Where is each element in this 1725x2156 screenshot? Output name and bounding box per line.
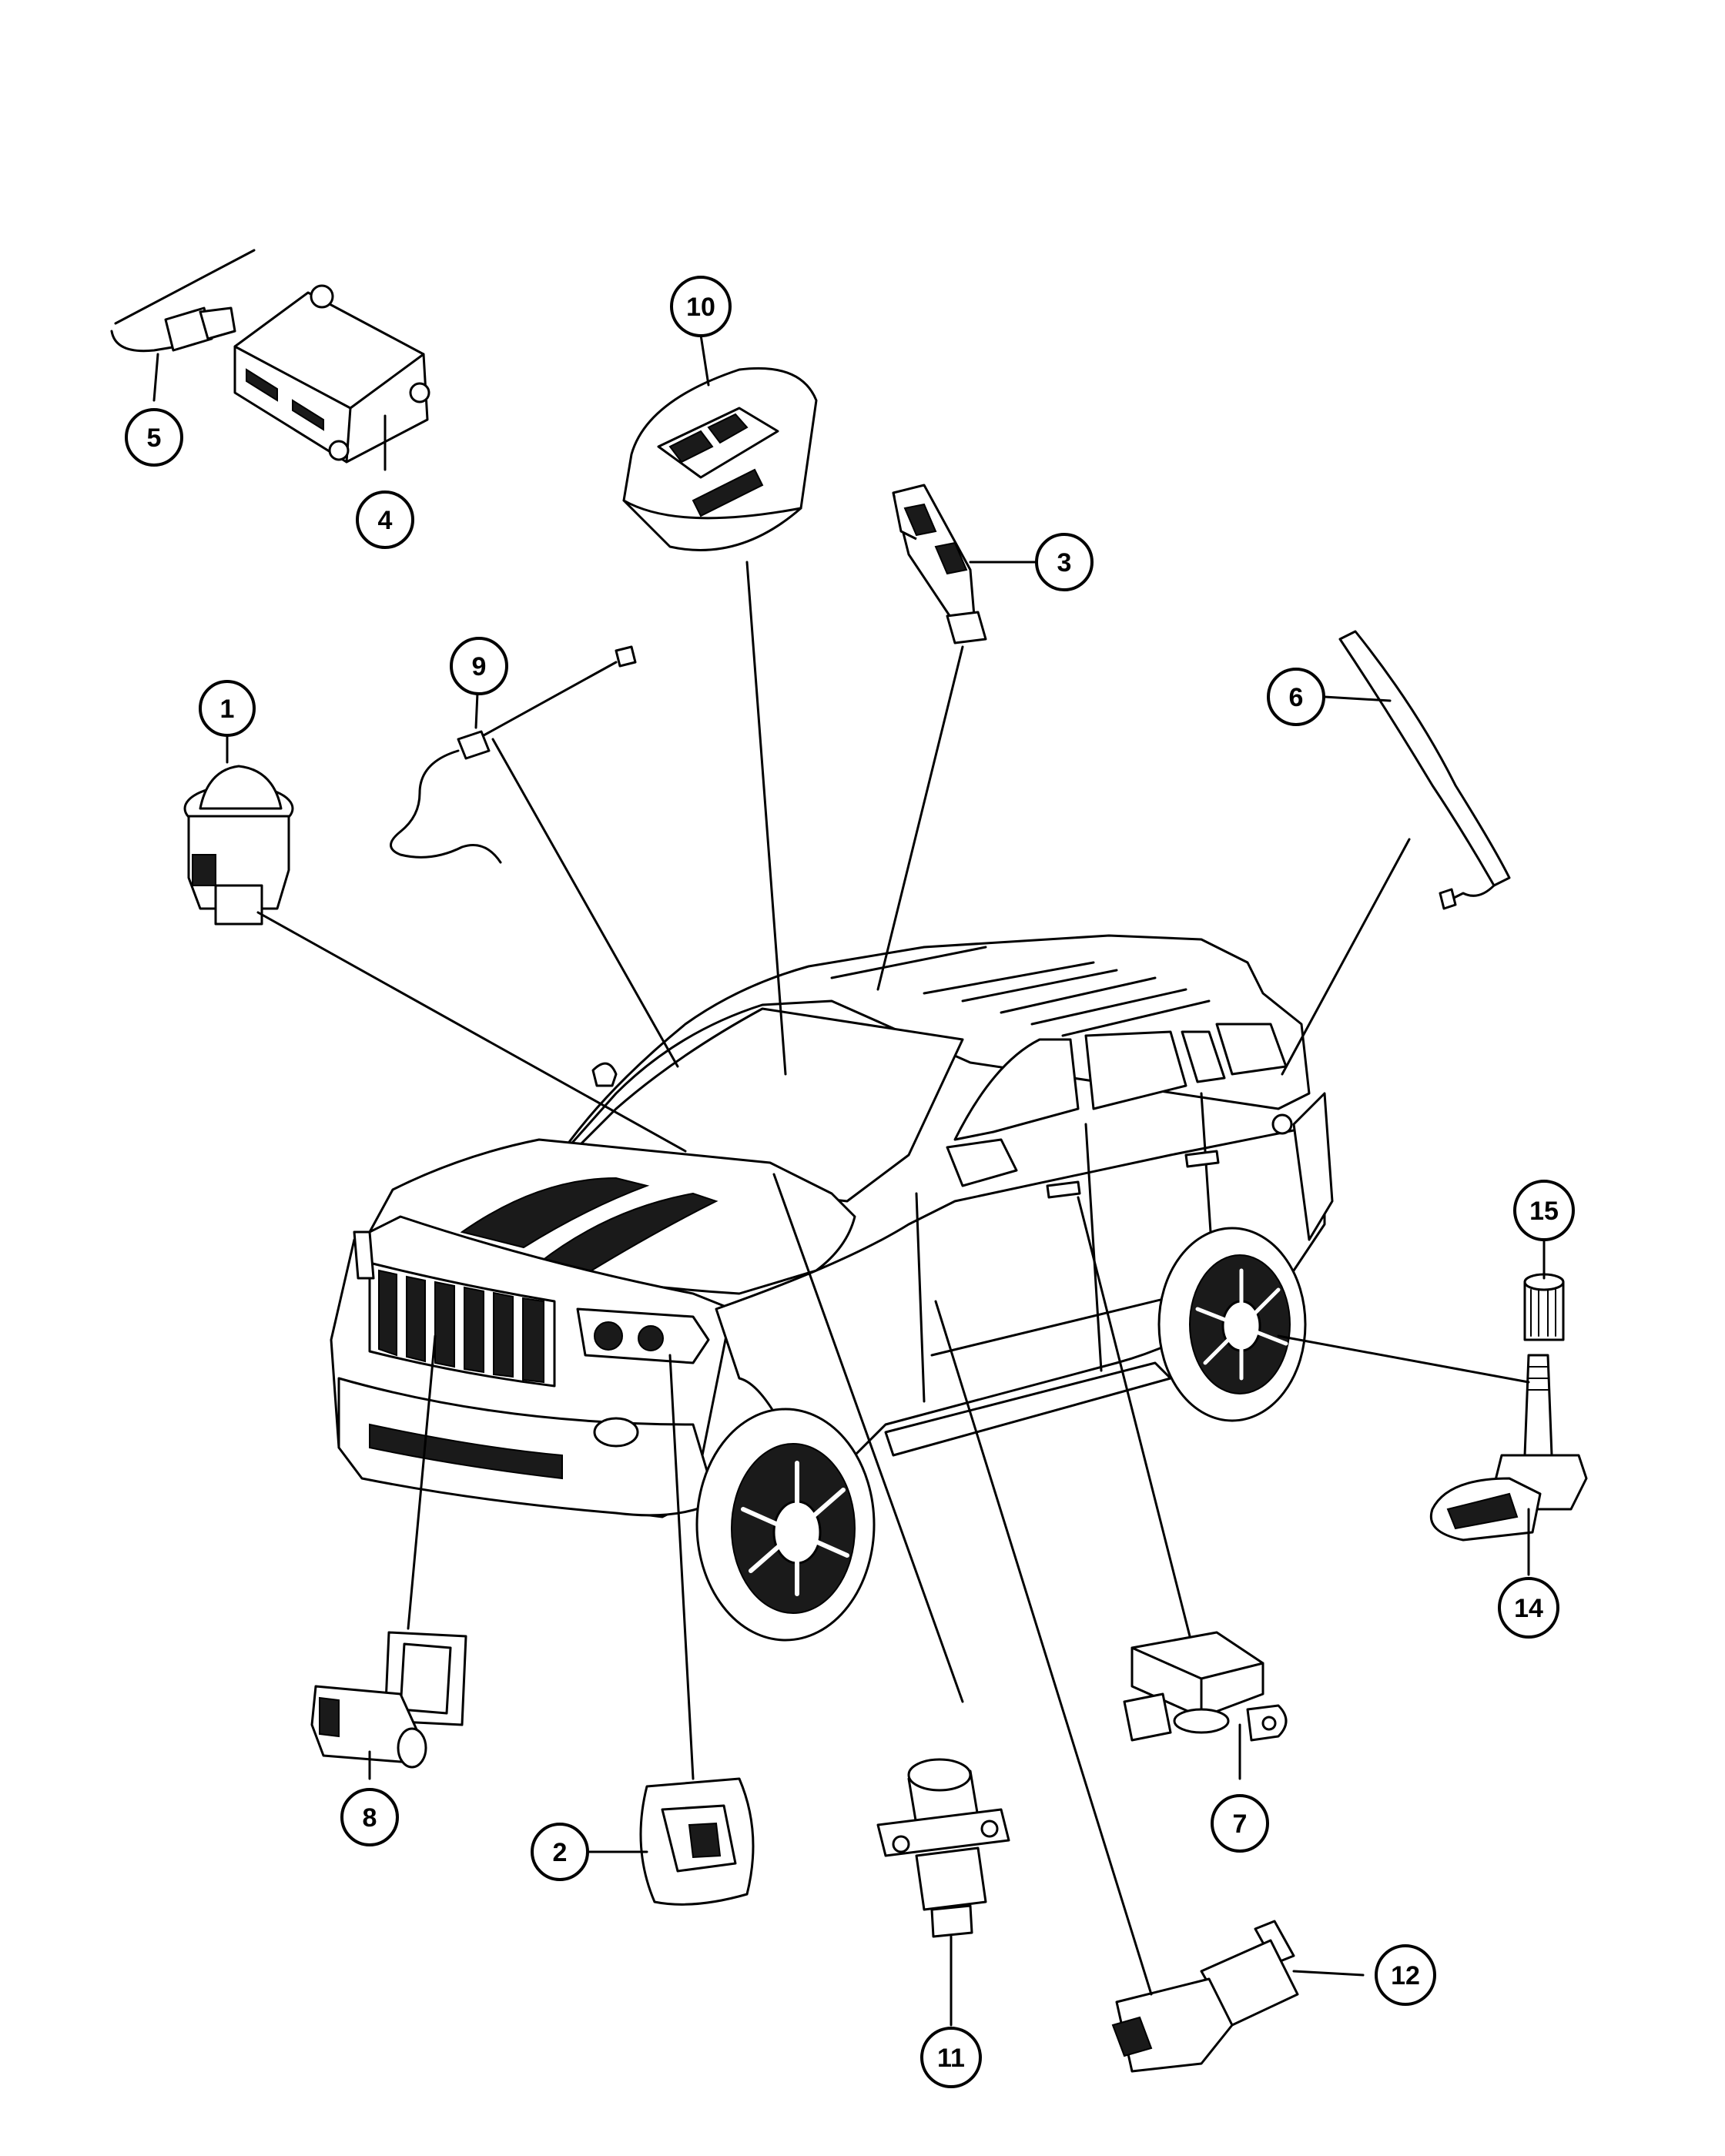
callouts: 1 2 3 4 5 6 7 8 [125, 276, 1575, 2088]
vehicle-suv [330, 934, 1334, 1642]
callout-4-label: 4 [378, 506, 393, 535]
part-3-connector-sensor [892, 484, 987, 644]
callout-6: 6 [1267, 668, 1325, 726]
part-12-brake-switch [1111, 1920, 1299, 2073]
part-14-tpms-sensor [1430, 1354, 1588, 1542]
part-1-sensor [183, 765, 294, 926]
callout-15: 15 [1513, 1180, 1575, 1241]
callout-7-label: 7 [1233, 1810, 1248, 1839]
grille [368, 1261, 556, 1388]
callout-3: 3 [1035, 533, 1094, 591]
callout-3-label: 3 [1057, 548, 1072, 578]
part-7-sensor [1123, 1631, 1288, 1742]
part-6-strip-sensor [1338, 630, 1511, 910]
callout-11-label: 11 [937, 2044, 965, 2073]
callout-1-label: 1 [220, 695, 235, 724]
callout-5-label: 5 [147, 424, 162, 453]
callout-12-label: 12 [1391, 1961, 1420, 1990]
callout-6-label: 6 [1289, 683, 1304, 712]
leader-lines [152, 333, 1546, 2027]
rear-wheel [1157, 1227, 1307, 1422]
callout-14: 14 [1498, 1577, 1559, 1639]
part-15-valve-cap [1523, 1273, 1565, 1341]
callout-15-label: 15 [1529, 1197, 1559, 1226]
part-11-switch [876, 1758, 1010, 1938]
part-9-cable-sensor [390, 645, 637, 864]
callout-10: 10 [670, 276, 732, 337]
callout-2: 2 [531, 1823, 589, 1881]
callout-8: 8 [340, 1788, 399, 1846]
callout-5: 5 [125, 408, 183, 467]
part-8-sensor-module [310, 1631, 467, 1769]
callout-7: 7 [1211, 1794, 1269, 1853]
callout-2-label: 2 [553, 1838, 568, 1867]
callout-11: 11 [920, 2027, 982, 2088]
callout-8-label: 8 [363, 1803, 377, 1833]
part-5-wire-harness [110, 249, 256, 353]
part-10-switch [622, 367, 818, 551]
callout-12: 12 [1375, 1944, 1436, 2006]
callout-9-label: 9 [472, 652, 487, 681]
part-2-bumper-sensor [639, 1777, 755, 1906]
callout-4: 4 [356, 490, 414, 549]
callout-1: 1 [199, 680, 256, 737]
callout-9: 9 [450, 637, 508, 695]
callout-10-label: 10 [686, 293, 715, 322]
callout-14-label: 14 [1514, 1594, 1543, 1623]
front-wheel [695, 1408, 876, 1642]
part-4-control-module [233, 284, 430, 464]
